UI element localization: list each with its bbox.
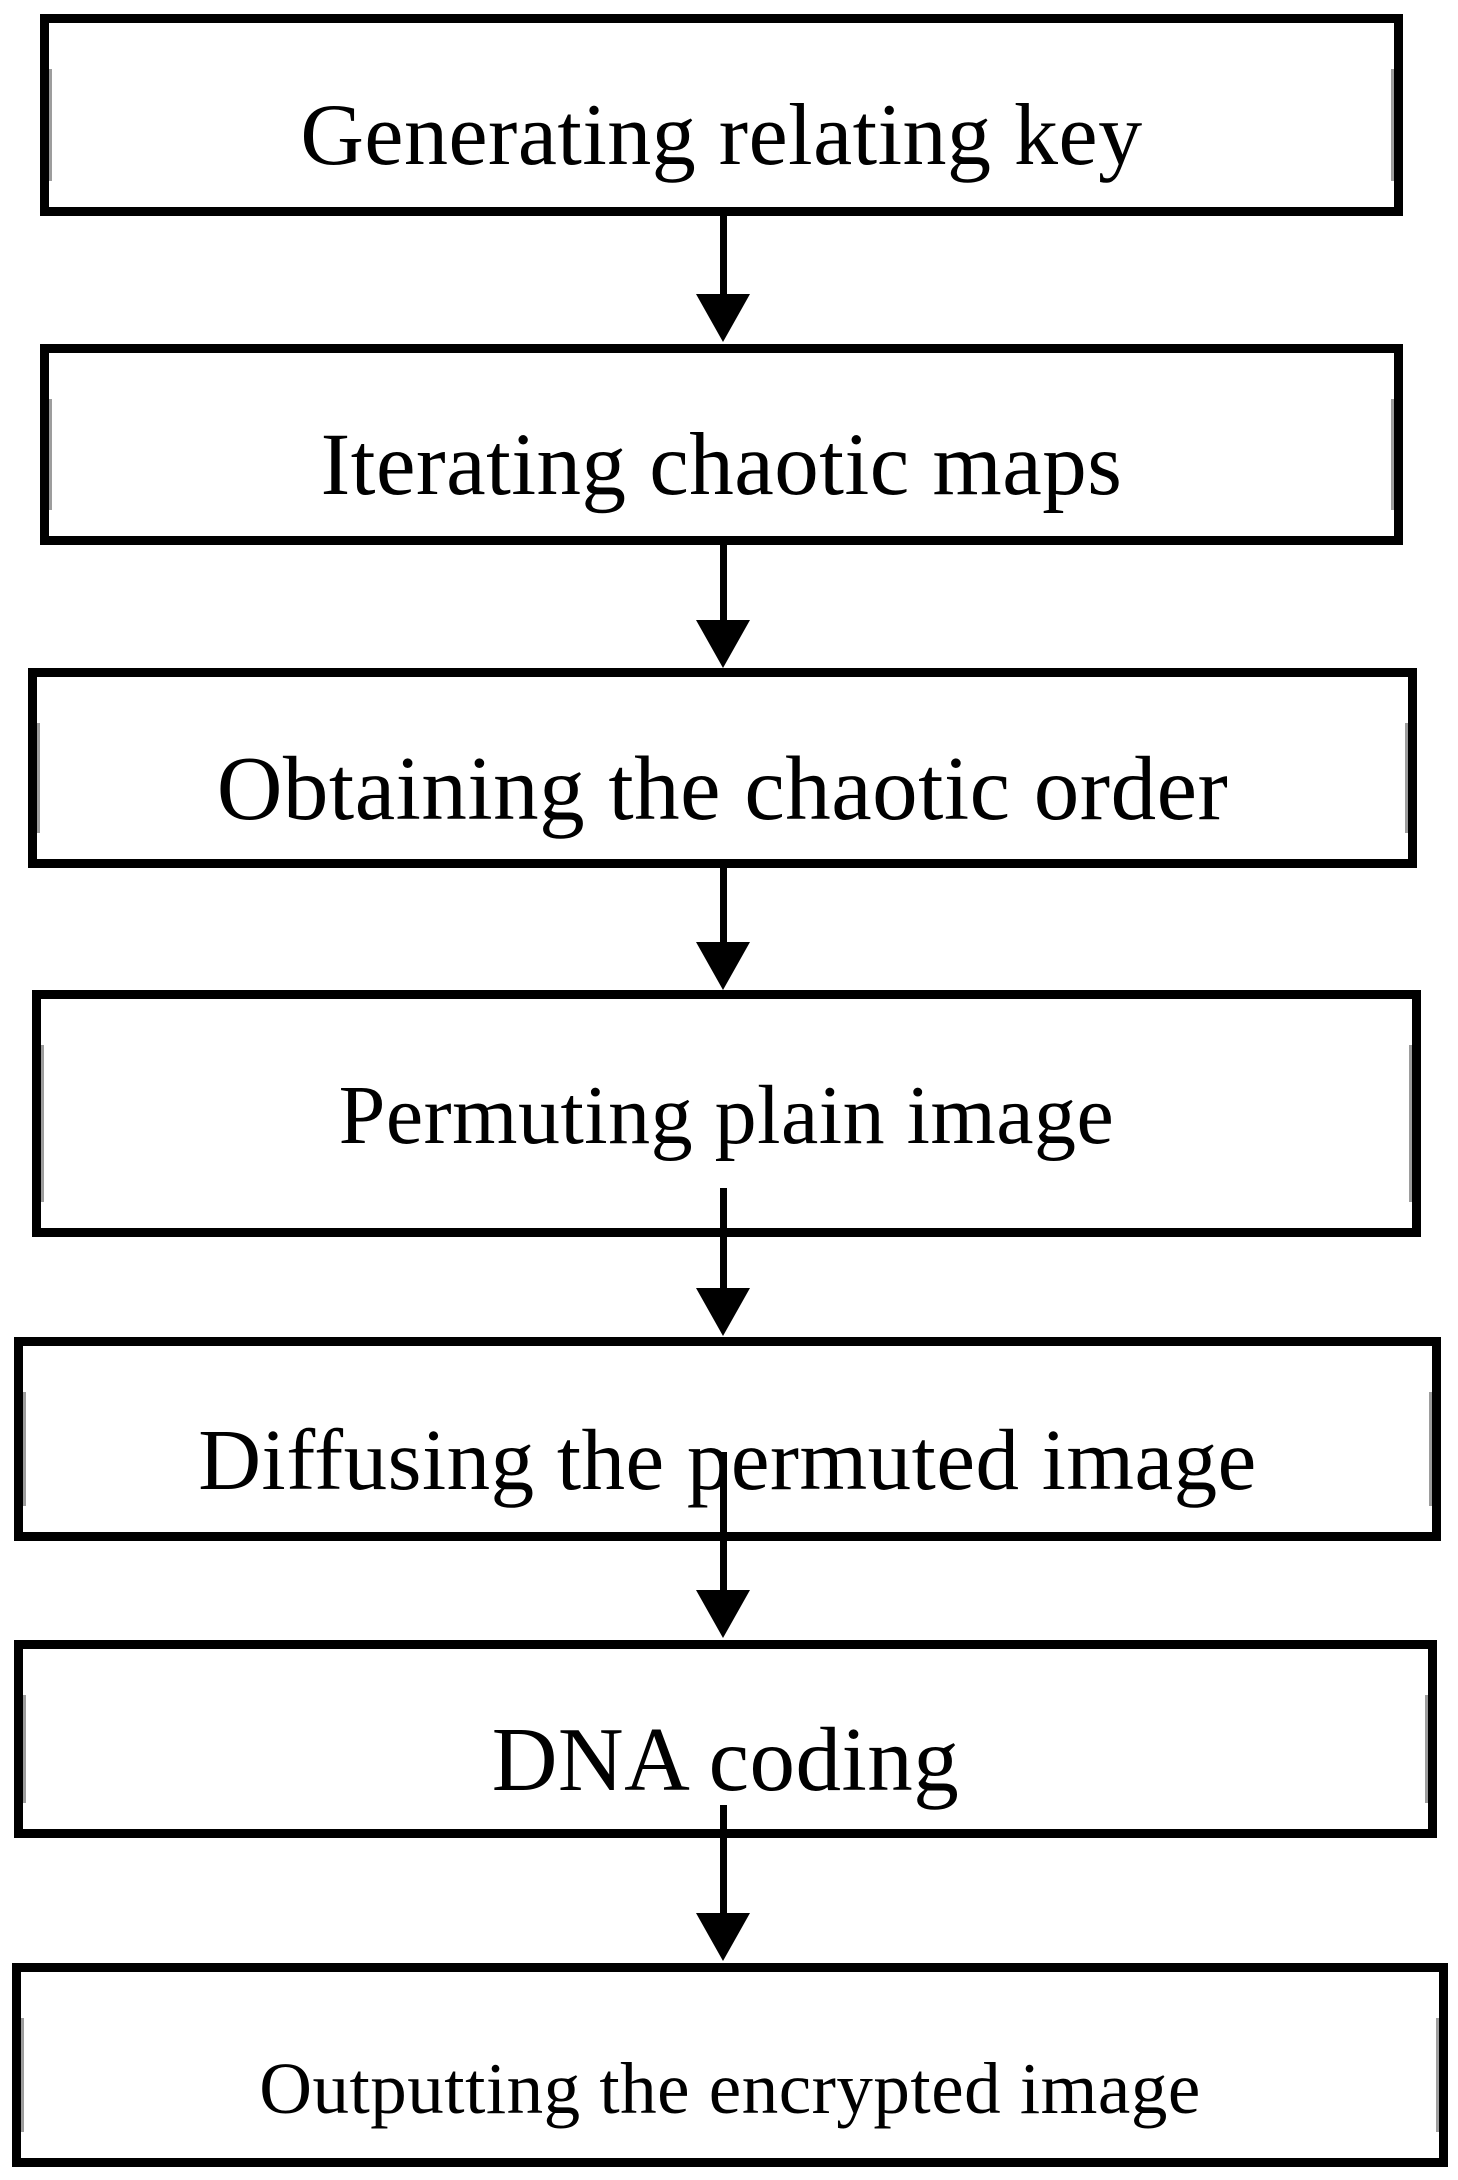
step-box-generating-relating-key: Generating relating key [40, 14, 1403, 216]
down-arrow-4 [696, 1188, 750, 1336]
arrow-head-icon [696, 1288, 750, 1336]
step-label: Permuting plain image [338, 1069, 1115, 1162]
step-label: Iterating chaotic maps [320, 415, 1123, 514]
step-box-outputting-encrypted-image: Outputting the encrypted image [12, 1963, 1448, 2167]
step-box-dna-coding: DNA coding [14, 1640, 1437, 1838]
arrow-shaft [720, 1188, 727, 1290]
arrow-shaft [720, 1805, 727, 1915]
arrow-head-icon [696, 942, 750, 990]
step-box-obtaining-chaotic-order: Obtaining the chaotic order [28, 668, 1417, 868]
step-label: Diffusing the permuted image [198, 1410, 1257, 1508]
down-arrow-3 [696, 864, 750, 990]
arrow-head-icon [696, 1913, 750, 1961]
step-box-diffusing-permuted-image: Diffusing the permuted image [14, 1337, 1441, 1541]
arrow-shaft [720, 864, 727, 944]
arrow-head-icon [696, 620, 750, 668]
down-arrow-2 [696, 541, 750, 668]
down-arrow-1 [696, 212, 750, 342]
step-label: Outputting the encrypted image [259, 2048, 1201, 2129]
arrow-head-icon [696, 294, 750, 342]
step-label: Obtaining the chaotic order [216, 737, 1229, 839]
down-arrow-5 [696, 1452, 750, 1638]
arrow-shaft [720, 1452, 727, 1592]
step-label: Generating relating key [300, 86, 1143, 184]
step-label: DNA coding [491, 1708, 960, 1810]
arrow-shaft [720, 212, 727, 296]
down-arrow-6 [696, 1805, 750, 1961]
arrow-head-icon [696, 1590, 750, 1638]
step-box-iterating-chaotic-maps: Iterating chaotic maps [40, 344, 1403, 545]
arrow-shaft [720, 541, 727, 622]
